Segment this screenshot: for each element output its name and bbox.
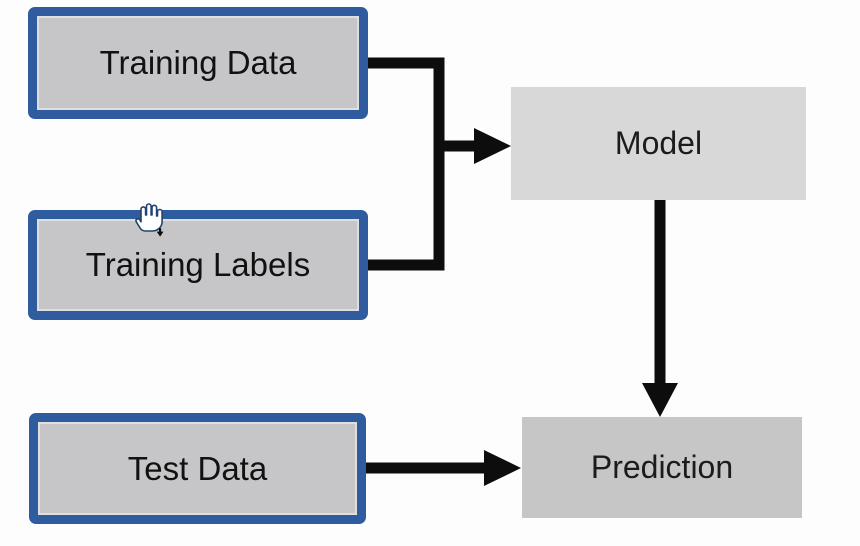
- edge-to-model-arrowhead: [474, 128, 511, 164]
- node-model-label: Model: [614, 125, 703, 161]
- edge-model-to-prediction-arrowhead: [642, 383, 678, 417]
- edge-training-merge-to-model: [368, 57, 511, 271]
- node-model[interactable]: Model: [511, 87, 806, 200]
- edge-test-data-to-prediction-arrowhead: [484, 450, 521, 486]
- edge-test-data-to-prediction: [366, 450, 521, 486]
- node-training-labels[interactable]: Training Labels: [28, 210, 368, 320]
- node-prediction-label: Prediction: [590, 449, 734, 485]
- edge-model-to-prediction: [642, 200, 678, 417]
- node-training-data[interactable]: Training Data: [28, 7, 368, 119]
- node-training-data-label: Training Data: [99, 44, 297, 81]
- node-prediction[interactable]: Prediction: [522, 417, 802, 518]
- node-training-labels-label: Training Labels: [85, 246, 311, 283]
- node-test-data-label: Test Data: [127, 449, 268, 487]
- node-test-data[interactable]: Test Data: [29, 413, 366, 524]
